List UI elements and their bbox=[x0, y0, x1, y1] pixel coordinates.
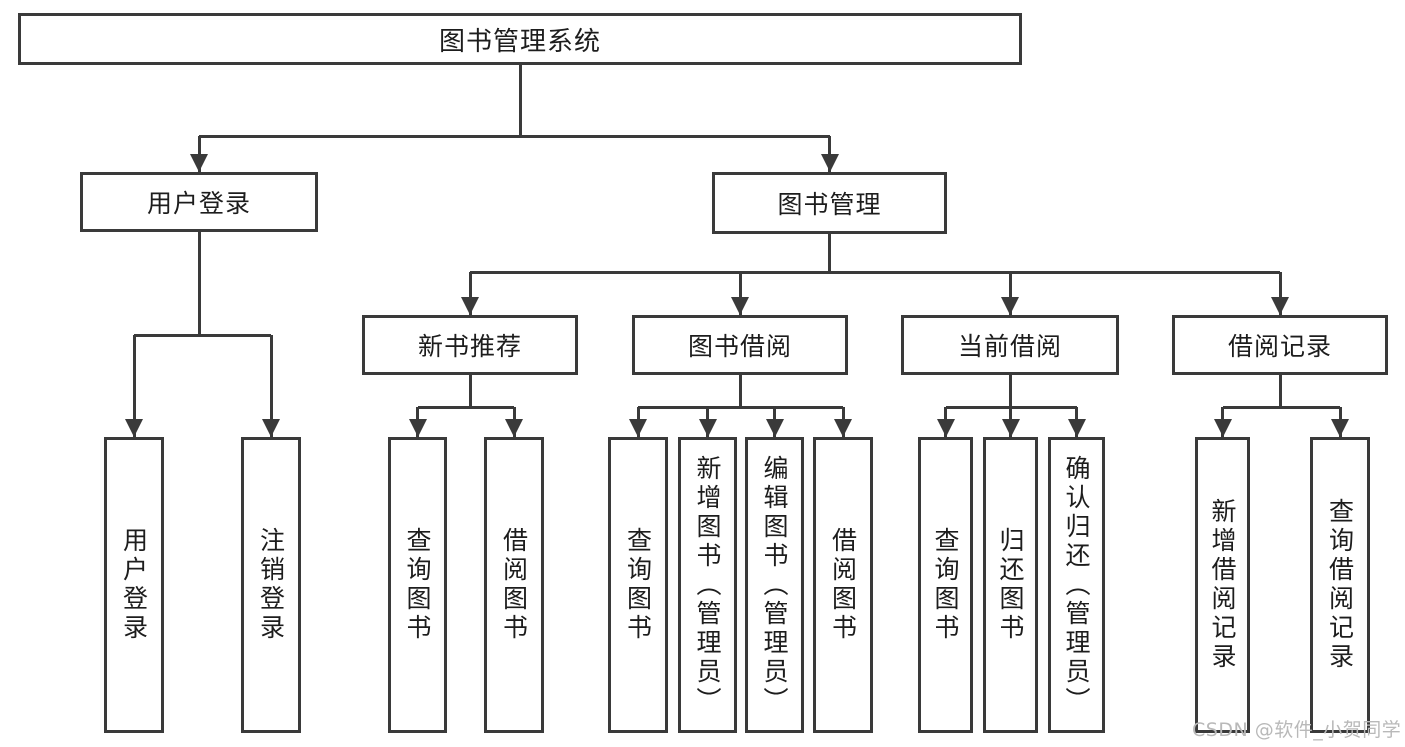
arrowhead-icon bbox=[1001, 297, 1019, 315]
arrowhead-icon bbox=[505, 419, 523, 437]
node-label: 新增借阅记录 bbox=[1208, 498, 1237, 672]
arrowhead-icon bbox=[731, 297, 749, 315]
leaf-node-query-book-recommend[interactable]: 查询图书 bbox=[388, 437, 447, 733]
connector-drop bbox=[738, 272, 742, 315]
arrowhead-icon bbox=[1067, 419, 1086, 437]
connector-drop bbox=[269, 335, 273, 437]
arrowhead-icon bbox=[461, 297, 479, 315]
node-label: 查询图书 bbox=[931, 527, 960, 643]
node-label: 查询图书 bbox=[623, 527, 653, 643]
node-borrow-record[interactable]: 借阅记录 bbox=[1172, 315, 1388, 375]
node-label: 查询借阅记录 bbox=[1325, 498, 1355, 672]
node-label: 图书管理 bbox=[777, 190, 882, 219]
leaf-node-query-book-current[interactable]: 查询图书 bbox=[918, 437, 973, 733]
connector-drop bbox=[1008, 272, 1012, 315]
leaf-node-query-borrow-record[interactable]: 查询借阅记录 bbox=[1310, 437, 1370, 733]
node-label: 借阅图书 bbox=[828, 527, 858, 643]
leaf-node-query-book-borrow[interactable]: 查询图书 bbox=[608, 437, 668, 733]
leaf-node-logout[interactable]: 注销登录 bbox=[241, 437, 301, 733]
node-book-borrow[interactable]: 图书借阅 bbox=[632, 315, 848, 375]
connector-stem bbox=[738, 375, 742, 407]
node-label: 查询图书 bbox=[403, 527, 432, 643]
arrowhead-icon bbox=[629, 419, 647, 437]
connector-stem bbox=[468, 375, 472, 407]
node-book-management[interactable]: 图书管理 bbox=[712, 172, 947, 234]
node-label: 编辑图书（管理员） bbox=[760, 454, 789, 716]
node-label: 新增图书（管理员） bbox=[693, 454, 722, 716]
node-label: 图书借阅 bbox=[687, 332, 792, 361]
leaf-node-add-borrow-record[interactable]: 新增借阅记录 bbox=[1195, 437, 1250, 733]
arrowhead-icon bbox=[262, 419, 280, 437]
node-label: 借阅图书 bbox=[499, 527, 529, 643]
node-user-login[interactable]: 用户登录 bbox=[80, 172, 318, 232]
node-label: 图书管理系统 bbox=[438, 26, 601, 57]
arrowhead-icon bbox=[1271, 297, 1289, 315]
connector-bus bbox=[1222, 405, 1340, 409]
node-root-book-management-system[interactable]: 图书管理系统 bbox=[18, 13, 1022, 65]
connector-bus bbox=[470, 270, 1280, 274]
node-label: 确认归还（管理员） bbox=[1062, 454, 1091, 716]
arrowhead-icon bbox=[408, 419, 427, 437]
connector-stem bbox=[518, 65, 522, 136]
connector-stem bbox=[828, 234, 831, 272]
arrowhead-icon bbox=[820, 154, 839, 172]
leaf-node-user-login[interactable]: 用户登录 bbox=[104, 437, 164, 733]
node-new-book-recommend[interactable]: 新书推荐 bbox=[362, 315, 578, 375]
node-label: 新书推荐 bbox=[417, 332, 522, 361]
connector-stem bbox=[1008, 375, 1012, 407]
connector-bus bbox=[417, 405, 514, 409]
arrowhead-icon bbox=[125, 419, 143, 437]
arrowhead-icon bbox=[698, 419, 717, 437]
node-label: 当前借阅 bbox=[957, 332, 1062, 361]
arrowhead-icon bbox=[190, 154, 208, 172]
leaf-node-borrow-book-recommend[interactable]: 借阅图书 bbox=[484, 437, 544, 733]
connector-drop bbox=[1278, 272, 1282, 315]
arrowhead-icon bbox=[765, 419, 784, 437]
arrowhead-icon bbox=[1001, 419, 1020, 437]
node-label: 借阅记录 bbox=[1227, 332, 1332, 361]
node-label: 用户登录 bbox=[119, 527, 149, 643]
connector-drop bbox=[132, 335, 136, 437]
node-label: 用户登录 bbox=[146, 189, 251, 218]
node-label: 注销登录 bbox=[256, 527, 286, 643]
csdn-watermark: CSDN @软件_小贺同学 bbox=[1192, 719, 1402, 741]
arrowhead-icon bbox=[834, 419, 852, 437]
connector-bus bbox=[638, 405, 843, 409]
leaf-node-borrow-book[interactable]: 借阅图书 bbox=[813, 437, 873, 733]
leaf-node-confirm-return-admin[interactable]: 确认归还（管理员） bbox=[1048, 437, 1105, 733]
node-current-borrow[interactable]: 当前借阅 bbox=[901, 315, 1119, 375]
arrowhead-icon bbox=[1213, 419, 1232, 437]
connector-bus bbox=[134, 333, 271, 337]
arrowhead-icon bbox=[936, 419, 955, 437]
leaf-node-edit-book-admin[interactable]: 编辑图书（管理员） bbox=[745, 437, 804, 733]
arrowhead-icon bbox=[1331, 419, 1349, 437]
leaf-node-add-book-admin[interactable]: 新增图书（管理员） bbox=[678, 437, 737, 733]
connector-drop bbox=[468, 272, 472, 315]
leaf-node-return-book[interactable]: 归还图书 bbox=[983, 437, 1038, 733]
connector-bus bbox=[199, 134, 830, 138]
node-label: 归还图书 bbox=[996, 527, 1025, 643]
connector-stem bbox=[1278, 375, 1282, 407]
connector-stem bbox=[197, 232, 201, 335]
